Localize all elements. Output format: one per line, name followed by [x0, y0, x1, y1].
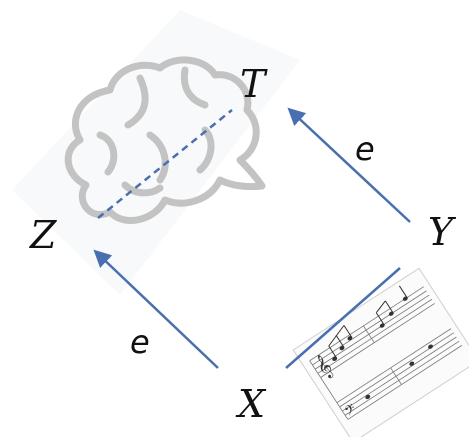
- brain-dashed-line: [97, 109, 233, 219]
- edge-label-x-z: e: [130, 323, 150, 361]
- arrow-x-to-z: [93, 249, 219, 369]
- edge-label-y-t: e: [355, 130, 375, 168]
- node-label-t: T: [240, 62, 268, 106]
- brain-icon: [64, 56, 266, 224]
- edge-x-y: [285, 267, 401, 369]
- arrow-y-to-t: [287, 107, 411, 223]
- diagram-backdrop: [12, 10, 300, 295]
- sheet-music: 𝄞 𝄢: [292, 267, 469, 437]
- node-label-x: X: [235, 382, 267, 426]
- node-label-y: Y: [428, 210, 457, 254]
- node-label-z: Z: [29, 213, 57, 257]
